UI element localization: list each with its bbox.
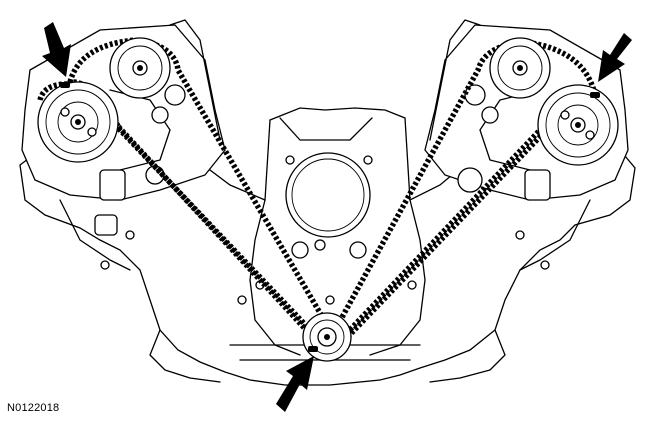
- figure-caption: N0122018: [7, 402, 60, 414]
- right-camshaft-sprocket: [537, 84, 619, 166]
- left-secondary-sprocket: [109, 37, 171, 99]
- left-camshaft-sprocket: [37, 81, 119, 163]
- right-cam-timing-mark-arrow-icon: [598, 33, 632, 82]
- right-secondary-sprocket: [489, 37, 551, 99]
- crank-timing-link: [308, 346, 318, 352]
- left-cam-timing-mark-arrow-icon: [42, 22, 71, 77]
- crankshaft-sprocket: [302, 312, 352, 362]
- right-cam-timing-link: [590, 92, 600, 98]
- front-cover-boss: [237, 152, 417, 305]
- left-cam-timing-link: [60, 82, 70, 88]
- crank-timing-mark-arrow-icon: [276, 356, 314, 412]
